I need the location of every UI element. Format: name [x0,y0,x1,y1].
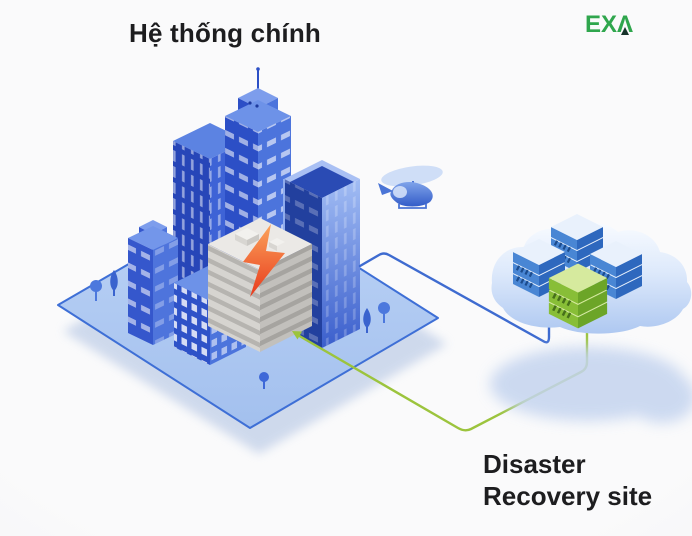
primary-link-line [358,252,551,344]
damaged-building-icon [208,218,312,352]
tree-icons [90,270,390,389]
logo-text: EX [585,11,618,38]
building-right-icon [283,160,360,348]
exa-logo: EXΛ [585,13,633,37]
lightning-icon [243,224,285,297]
logo-triangle-icon [621,27,630,35]
main-system-label: Hệ thống chính [129,18,321,48]
cloud-shadow [490,347,692,423]
building-small-left-icon [128,220,178,345]
helicopter-icon [378,165,443,209]
disaster-recovery-label: Disaster Recovery site [483,449,653,511]
